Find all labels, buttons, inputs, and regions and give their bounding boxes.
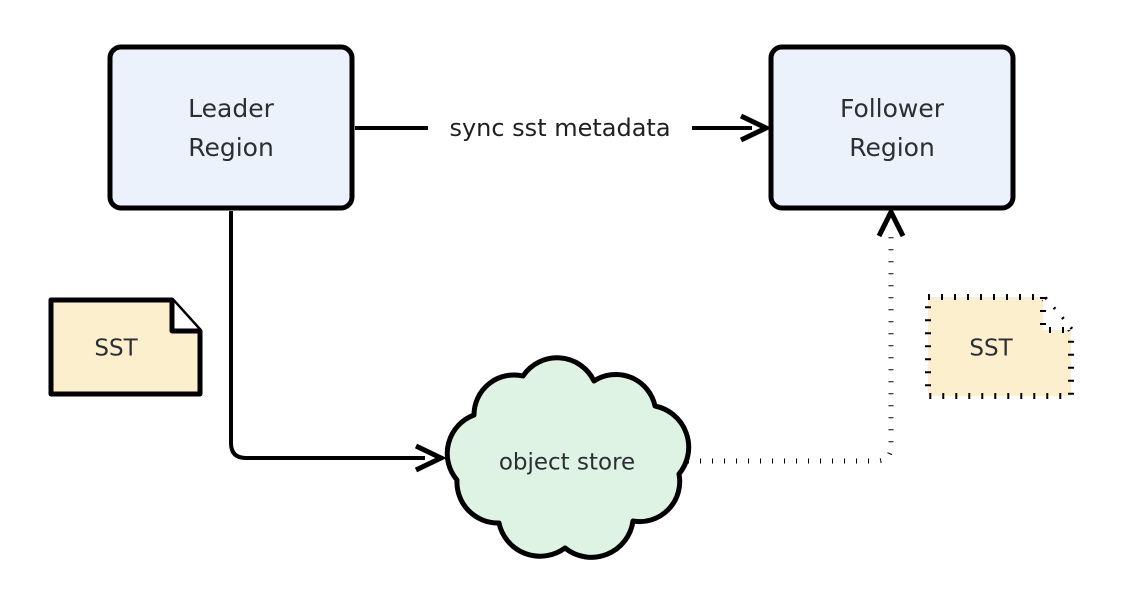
sst-follower-label: SST [969, 336, 1013, 362]
object-store-label: object store [499, 450, 635, 476]
object-store-cloud-shape[interactable] [444, 355, 692, 560]
node-leader-region[interactable]: Leader Region [107, 44, 355, 211]
leader-region-label-line-1: Leader [188, 94, 274, 123]
edge-label-sync-sst-metadata: sync sst metadata [449, 114, 670, 142]
leader-region-box[interactable] [107, 44, 355, 211]
node-sst-follower[interactable]: SST [925, 294, 1074, 399]
sst-follower-fold-corner-icon [1043, 297, 1071, 330]
node-follower-region[interactable]: Follower Region [768, 44, 1016, 211]
edge-leader-to-object-store-arrowhead [414, 443, 447, 473]
follower-region-box[interactable] [768, 44, 1016, 211]
node-object-store[interactable]: object store [444, 355, 692, 560]
leader-region-label-line-2: Region [188, 133, 274, 162]
sst-leader-document-shape[interactable] [48, 297, 203, 397]
edge-object-store-to-follower [688, 206, 906, 464]
edge-leader-to-follower-arrowhead [739, 113, 772, 143]
edge-object-store-to-follower-path [688, 228, 894, 464]
node-sst-leader[interactable]: SST [48, 297, 203, 397]
edge-leader-to-object-store-path [229, 211, 425, 460]
edge-leader-to-follower [355, 113, 772, 143]
sst-follower-document-fill [928, 297, 1071, 396]
sst-leader-fold-corner-icon [169, 300, 200, 334]
sst-leader-label: SST [94, 336, 138, 362]
edge-leader-to-object-store [229, 211, 447, 473]
follower-region-label-line-1: Follower [840, 94, 945, 123]
edge-object-store-to-follower-arrowhead [876, 206, 906, 238]
follower-region-label-line-2: Region [849, 133, 935, 162]
